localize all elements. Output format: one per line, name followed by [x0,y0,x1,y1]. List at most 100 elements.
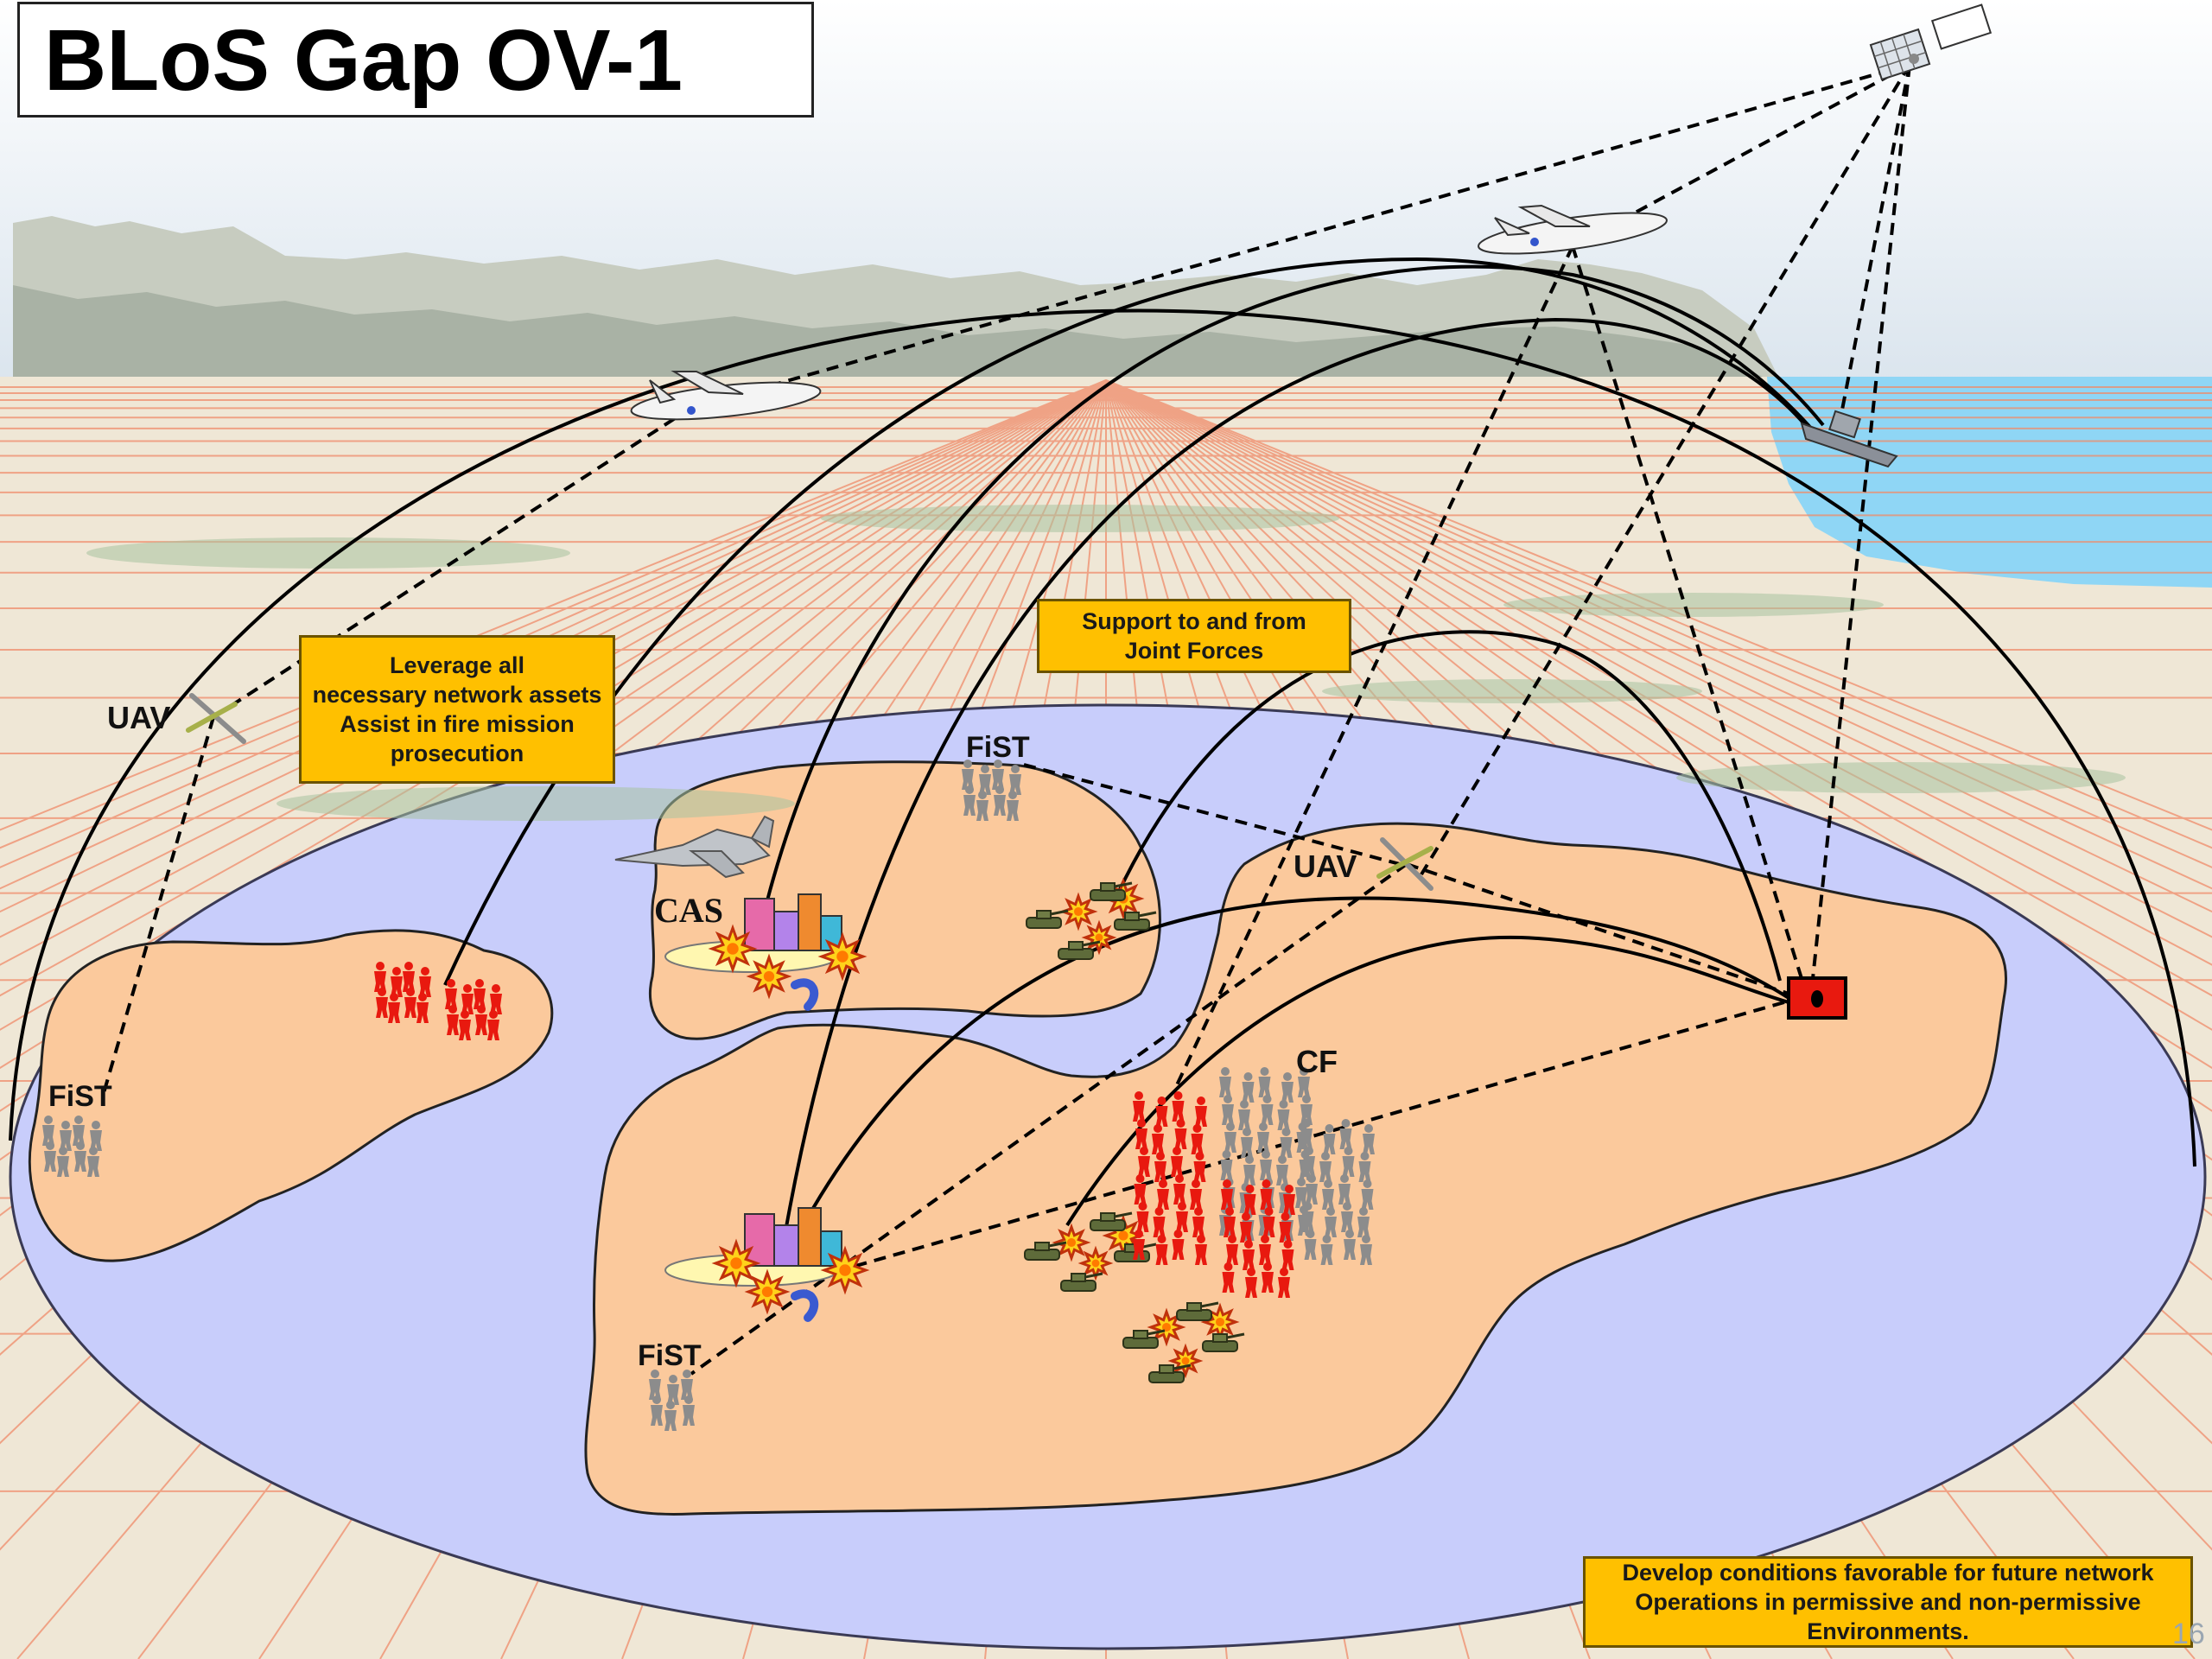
soldier-icon [1262,1207,1275,1237]
soldier-icon [74,1141,86,1172]
slide-title: BLoS Gap OV-1 [44,12,683,109]
soldier-icon [1261,1095,1274,1125]
soldier-icon [1262,1262,1274,1293]
soldier-icon [403,962,415,992]
soldier-icon [1193,1152,1206,1182]
soldier-icon [474,979,486,1009]
soldier-icon [1192,1207,1205,1237]
soldier-icon [976,791,988,821]
soldier-icon [651,1395,663,1426]
soldier-icon [475,1005,487,1035]
tank-icon [1026,909,1069,929]
soldier-icon [1278,1268,1290,1298]
soldier-icon [1363,1124,1375,1154]
cas-label: CAS [654,891,724,930]
title-box: BLoS Gap OV-1 [17,2,814,118]
soldier-icon [73,1116,85,1146]
callout-joint-forces: Support to and from Joint Forces [1037,599,1351,673]
soldier-icon [1300,1119,1313,1149]
soldier-icon [1007,791,1019,821]
soldier-icon [664,1401,677,1431]
link-tanks-to-target-high [1113,630,1782,982]
soldier-icon [1325,1207,1337,1237]
soldier-icon [963,785,976,816]
soldier-icon [1172,1091,1185,1122]
explosion-icon [744,1268,791,1315]
soldier-icon [57,1147,69,1177]
soldier-icon [44,1141,56,1172]
soldier-icon [1338,1174,1351,1205]
terrain-patches [86,505,2126,821]
explosion-icon [1081,919,1117,956]
explosion-icon [746,953,792,1000]
soldier-icon [1280,1128,1293,1158]
soldier-icon [1322,1179,1334,1210]
soldier-icon [1257,1122,1269,1153]
soldier-icon [404,988,416,1018]
soldier-icon [1176,1202,1188,1232]
soldier-icon [1133,1091,1145,1122]
soldier-icon [1259,1235,1271,1265]
explosion-icon [1077,1245,1114,1281]
soldier-icon [1277,1100,1290,1130]
comm-links-solid [9,257,2196,1267]
soldier-icon [461,984,474,1014]
link-cas-to-ship [757,264,1825,936]
soldier-icon [1357,1207,1370,1237]
link-west-to-ship [443,257,1816,986]
soldier-icon [1279,1212,1292,1243]
uav-icon-east [1376,837,1433,891]
soldier-icon [445,979,457,1009]
soldier-icon [490,984,502,1014]
cas-fighter-jet-icon [614,815,775,879]
soldier-icon [1242,1072,1255,1103]
soldier-icon [1219,1067,1231,1097]
soldier-icon [391,967,403,997]
soldier-icon [1190,1179,1202,1210]
soldier-icon [1152,1124,1164,1154]
soldier-icon [992,760,1004,790]
soldier-icon [979,765,991,795]
soldier-icon [1224,1207,1236,1237]
soldier-icon [1226,1235,1238,1265]
soldier-icon [1135,1119,1147,1149]
cf-label: CF [1296,1044,1338,1079]
soldier-icon [1320,1235,1333,1265]
fist-label-south: FiST [638,1339,702,1372]
comm-links-dashed [102,63,1911,1376]
soldier-icon [649,1370,661,1400]
tank-icon [1060,1272,1103,1292]
soldier-icon [1260,1150,1272,1180]
soldier-icon [1298,1067,1310,1097]
soldier-icon [1258,1067,1271,1097]
land-main [584,822,2007,1516]
soldier-icon [1241,1128,1253,1158]
callout-network-assets: Leverage all necessary network assets As… [299,635,615,784]
soldier-icon [1240,1212,1252,1243]
soldier-icon [1283,1185,1295,1215]
soldier-icon [42,1116,54,1146]
tank-icon [1090,881,1133,901]
soldier-icon [1195,1235,1207,1265]
soldier-icon [1171,1147,1183,1177]
soldier-icon [1361,1179,1374,1210]
soldier-icon [1157,1179,1169,1210]
soldier-icon [1304,1230,1317,1260]
explosion-icon [711,1238,761,1288]
soldier-icon [1245,1268,1257,1298]
tank-formations [1024,881,1245,1383]
fist-label-north: FiST [966,731,1030,764]
soldier-icon [994,785,1006,816]
soldier-icon [1138,1147,1150,1177]
troop-formations [42,760,1375,1431]
soldier-icon [1243,1185,1256,1215]
soldier-icon [1341,1202,1353,1232]
soldier-icon [1174,1119,1187,1149]
soldier-icon [1295,1178,1307,1208]
soldier-icon [1153,1207,1166,1237]
tank-icon [1090,1211,1133,1231]
soldier-icon [1276,1155,1288,1185]
soldier-icon [1281,1240,1294,1270]
soldier-icon [1243,1240,1255,1270]
link-tanks-to-target-low [1065,935,1789,1227]
